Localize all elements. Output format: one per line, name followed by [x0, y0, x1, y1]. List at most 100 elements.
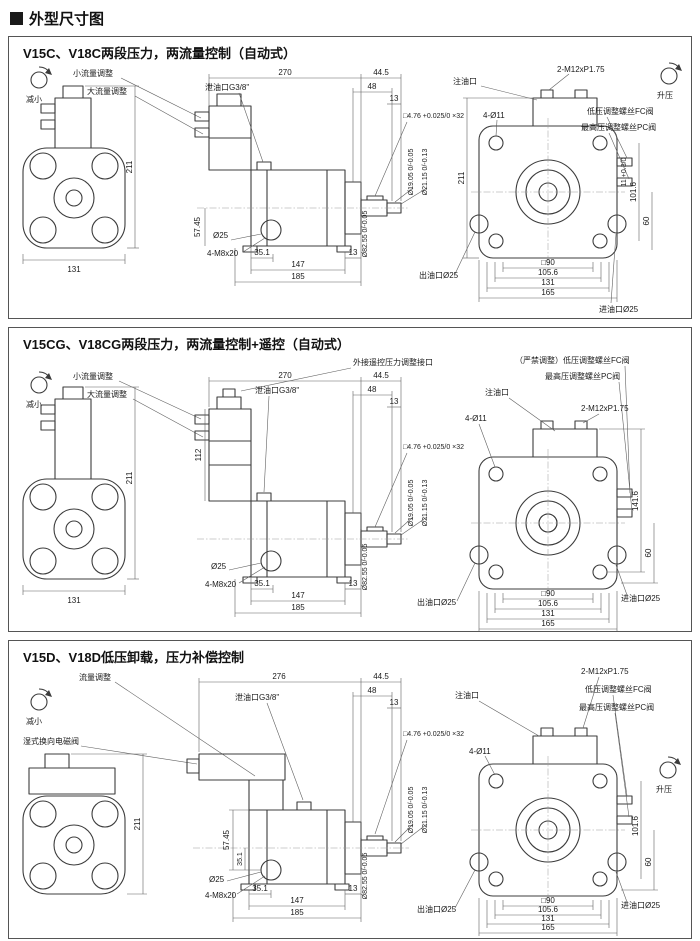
label-drain-port: 泄油口G3/8"	[255, 385, 299, 395]
label-small-flow-adjust: 小流量调整	[73, 371, 113, 381]
label-fc-screw: 低压调整螺丝FC阀	[585, 684, 652, 694]
label-boost: 升压	[656, 785, 672, 794]
dim-port-height: 60	[644, 857, 653, 866]
dim-overall: 276	[272, 672, 286, 681]
label-drain-port: 泄油口G3/8"	[235, 692, 279, 702]
panel-v15cg: V15CG、V18CG两段压力，两流量控制+遥控（自动式） 减小	[8, 327, 692, 632]
label-flange-holes: 4-Ø11	[469, 747, 491, 756]
side-view-dim-lines	[22, 77, 204, 264]
section-marker-icon	[10, 12, 23, 25]
label-key-spec: □4.76 +0.025/0 ×32	[403, 731, 464, 738]
dim-overall: 270	[278, 371, 292, 380]
drawing-v15cg: 减小 131 211 小流量调整 大流量调整	[22, 355, 661, 631]
panel-v15c-title: V15C、V18C两段压力，两流量控制（自动式）	[23, 46, 297, 61]
label-flange-holes: 4-Ø11	[465, 414, 487, 423]
label-stud-spec: 2-M12xP1.75	[581, 667, 629, 676]
label-pilot-diameter: Ø25	[209, 875, 225, 884]
dim-port-height: 60	[642, 216, 651, 225]
label-pilot-diameter: Ø25	[211, 562, 227, 571]
dim-side-height: 211	[125, 471, 134, 484]
dim-port-height: 60	[644, 548, 653, 557]
label-outlet-port: 出油口Ø25	[417, 597, 457, 607]
rotate-decrease-icon	[30, 371, 51, 394]
label-solenoid-valve: 湿式换向电磁阀	[23, 736, 79, 746]
label-key-spec: □4.76 +0.025/0 ×32	[403, 444, 464, 451]
label-remote-port: 外接遥控压力调整接口	[353, 357, 433, 367]
arrow-head	[45, 690, 52, 697]
arrow-head	[675, 64, 682, 71]
page-header: 外型尺寸图	[10, 8, 692, 29]
label-mount-thread: 4-M8x20	[205, 580, 237, 589]
label-large-flow-adjust: 大流量调整	[87, 86, 127, 96]
dim-side-height: 211	[133, 817, 142, 830]
label-fill-port: 注油口	[455, 690, 479, 700]
dim-foot-a: 35.1	[254, 579, 270, 588]
label-pc-screw: 最高压调整螺丝PC阀	[579, 702, 654, 712]
pump-rear-view	[469, 420, 633, 590]
label-decrease: 减小	[26, 399, 42, 409]
dim-square: □90	[541, 896, 555, 905]
label-shaft-dia-2: Ø21.15 0/-0.13	[422, 480, 429, 527]
dim-pitch3: 165	[541, 288, 555, 297]
rotate-decrease-icon	[30, 688, 51, 711]
label-inlet-port: 进油口Ø25	[599, 304, 639, 314]
rotate-decrease-icon	[30, 66, 51, 89]
dim-square: □90	[541, 589, 555, 598]
rotate-boost-icon	[659, 756, 680, 779]
dim-side-width: 131	[67, 265, 81, 274]
dim-shaft-length: 44.5	[373, 68, 389, 77]
pump-side-view	[22, 753, 126, 895]
side-view-dim-lines	[71, 681, 256, 895]
dim-pitch1: 105.6	[538, 599, 559, 608]
label-decrease: 减小	[26, 716, 42, 726]
dim-foot-a: 35.1	[254, 248, 270, 257]
dim-hole-pitch: 141.6	[631, 490, 640, 511]
dim-foot-a: 35.1	[252, 884, 268, 893]
label-flange-holes: 4-Ø11	[483, 111, 505, 120]
dim-shaft-step: 48	[368, 82, 377, 91]
dim-side-width: 131	[67, 596, 81, 605]
label-flow-adjust: 流量调整	[79, 672, 111, 682]
dim-key-length: 13	[390, 698, 399, 707]
label-drain-port: 泄油口G3/8"	[205, 82, 249, 92]
label-key-spec: □4.76 +0.025/0 ×32	[403, 113, 464, 120]
label-pc-screw: 最高压调整螺丝PC阀	[581, 122, 656, 132]
dim-valve-offset: 57.45	[193, 216, 202, 237]
dim-pitch1: 105.6	[538, 268, 559, 277]
dim-pitch2: 131	[541, 278, 555, 287]
panel-v15d-title: V15D、V18D低压卸载，压力补偿控制	[23, 650, 245, 665]
label-pilot-diameter: Ø25	[213, 231, 229, 240]
dim-foot-c: 185	[291, 603, 305, 612]
label-keyway-height: 11 +0.3/0	[621, 157, 628, 186]
dim-foot-b: 147	[291, 260, 305, 269]
label-shaft-dia-2: Ø21.15 0/-0.13	[422, 149, 429, 196]
panel-v15c: V15C、V18C两段压力，两流量控制（自动式） 减小	[8, 36, 692, 319]
rear-view-dim-lines	[456, 365, 658, 631]
dim-valve-height: 112	[194, 448, 203, 461]
dim-shaft-length: 44.5	[373, 672, 389, 681]
rear-centerlines	[471, 756, 625, 904]
pump-side-view	[22, 386, 126, 580]
drawing-v15c: 减小 131 211 小流量调整 大流量调整	[22, 62, 682, 314]
arrow-head	[674, 758, 681, 765]
label-mount-thread: 4-M8x20	[205, 891, 237, 900]
dim-pitch2: 131	[541, 914, 555, 923]
dim-key-length: 13	[390, 397, 399, 406]
pump-front-view	[194, 388, 402, 584]
label-spigot-dia: Ø82.55 0/-0.05	[362, 544, 369, 591]
dim-overall: 270	[278, 68, 292, 77]
dim-valve-offset: 57.45	[222, 829, 231, 850]
label-spigot-dia: Ø82.55 0/-0.05	[362, 211, 369, 258]
label-fill-port: 注油口	[453, 76, 477, 86]
pump-side-view	[22, 85, 126, 249]
dim-foot-c: 185	[290, 908, 304, 917]
dim-hole-pitch: 101.6	[629, 181, 638, 202]
dim-foot-d: 13	[349, 884, 358, 893]
front-view-dim-lines	[204, 74, 428, 286]
label-shaft-dia-2: Ø21.15 0/-0.13	[422, 787, 429, 834]
front-view-dim-lines	[204, 367, 428, 617]
dim-pitch3: 165	[541, 619, 555, 628]
label-small-flow-adjust: 小流量调整	[73, 68, 113, 78]
label-fc-screw: 低压调整螺丝FC阀	[587, 106, 654, 116]
label-spigot-dia: Ø82.55 0/-0.05	[362, 853, 369, 900]
